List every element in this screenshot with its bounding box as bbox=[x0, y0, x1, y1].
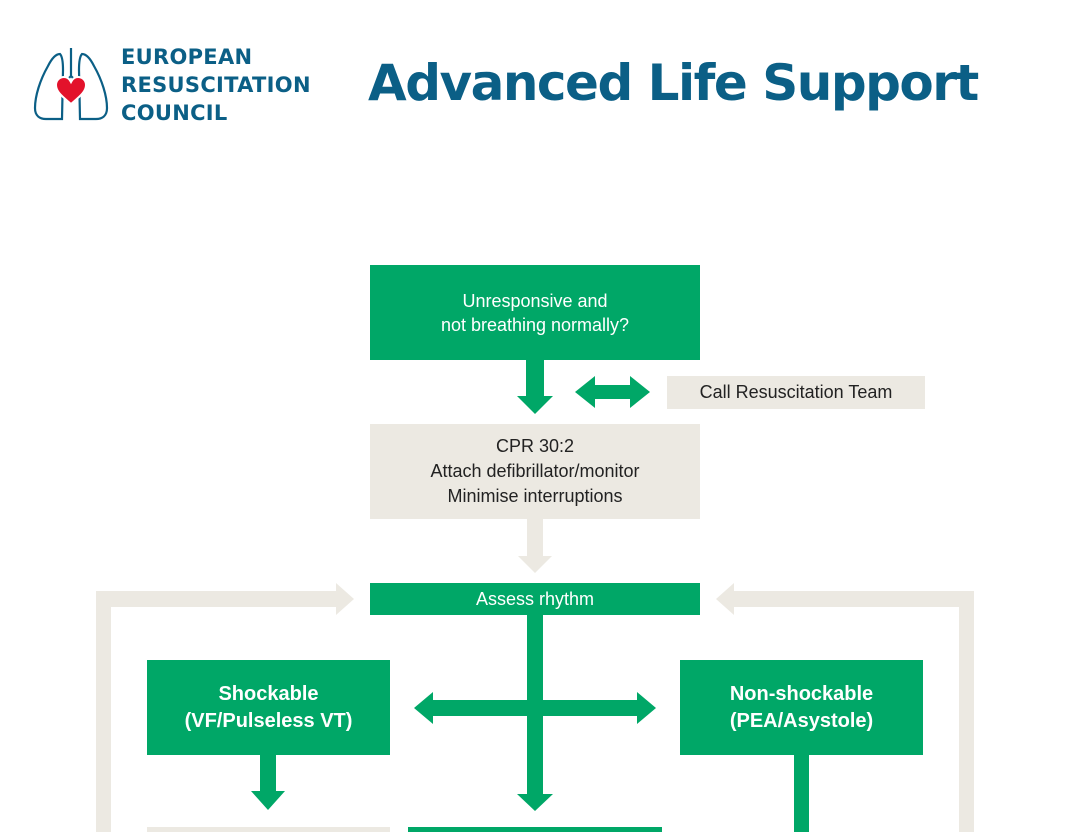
assess-rhythm-box: Assess rhythm bbox=[370, 583, 700, 615]
partial-box-left bbox=[147, 827, 390, 832]
arrow-down-shockable bbox=[251, 755, 285, 810]
box-line: Minimise interruptions bbox=[447, 486, 623, 506]
box-line: Assess rhythm bbox=[475, 588, 595, 609]
box-line: (PEA/Asystole) bbox=[729, 709, 874, 732]
arrow-down-start bbox=[517, 360, 553, 414]
box-line: Non-shockable bbox=[729, 682, 874, 705]
box-line: Unresponsive and bbox=[462, 290, 608, 311]
unresponsive-box: Unresponsive and not breathing normally? bbox=[370, 265, 700, 360]
arrow-down-cpr bbox=[518, 519, 552, 573]
call-team-box: Call Resuscitation Team bbox=[667, 376, 925, 409]
cpr-box: CPR 30:2 Attach defibrillator/monitor Mi… bbox=[370, 424, 700, 519]
box-line: Shockable bbox=[218, 682, 319, 705]
lungs-heart-logo-icon bbox=[33, 48, 109, 121]
line-down-non-shockable bbox=[794, 755, 809, 832]
organization-line: RESUSCITATION bbox=[121, 73, 311, 97]
shockable-box: Shockable (VF/Pulseless VT) bbox=[147, 660, 390, 755]
box-line: CPR 30:2 bbox=[495, 436, 575, 456]
non-shockable-box: Non-shockable (PEA/Asystole) bbox=[680, 660, 923, 755]
arrow-double-horizontal bbox=[414, 692, 656, 724]
box-line: not breathing normally? bbox=[440, 314, 630, 335]
organization-name: EUROPEAN RESUSCITATION COUNCIL bbox=[121, 43, 311, 127]
box-line: Call Resuscitation Team bbox=[699, 382, 893, 402]
organization-line: EUROPEAN bbox=[121, 45, 253, 69]
page-title: Advanced Life Support bbox=[368, 54, 979, 112]
arrow-double-call-team bbox=[575, 376, 650, 408]
box-line: (VF/Pulseless VT) bbox=[184, 709, 353, 732]
organization-line: COUNCIL bbox=[121, 101, 228, 125]
box-line: Attach defibrillator/monitor bbox=[430, 461, 640, 481]
partial-box-center bbox=[408, 827, 662, 832]
